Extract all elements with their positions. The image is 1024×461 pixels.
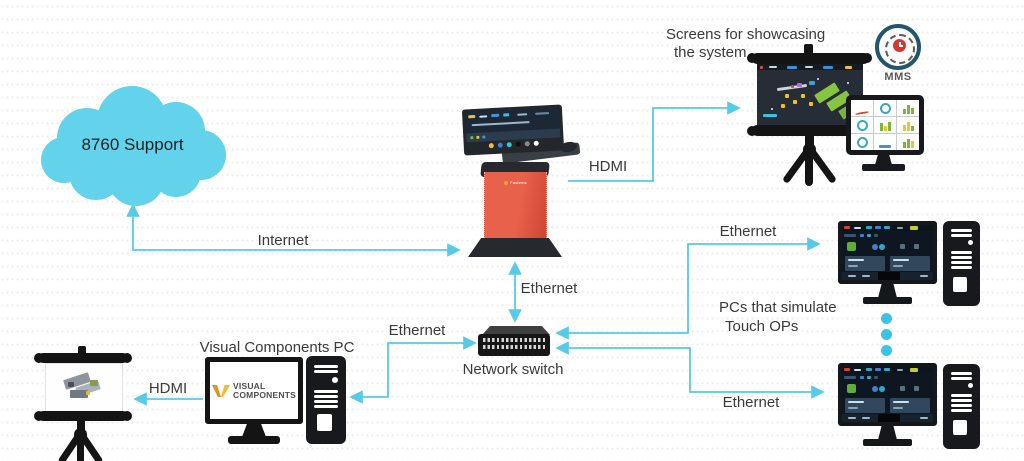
showcase-monitor-base [862, 164, 905, 171]
hdmi-top-line [568, 101, 741, 182]
projector-knob [122, 411, 132, 421]
kiosk-screen [465, 107, 561, 143]
ethernet-left-label: Ethernet [388, 322, 446, 339]
touch-op-pc-tower [943, 364, 980, 449]
touch-op-monitor-neck [878, 425, 897, 440]
vc-logo-text: VISUAL COMPONENTS [233, 380, 296, 400]
projector-knob [122, 353, 132, 363]
kiosk-brand: Fastems [485, 180, 546, 185]
switch-ports-row [483, 338, 545, 342]
demo-kiosk: Fastems [440, 100, 590, 262]
showcase-monitor [846, 95, 924, 155]
ethernet-left-line [349, 336, 477, 404]
tripod-leg [805, 148, 813, 186]
showcase-label-line1: Screens for showcasing [666, 26, 826, 43]
projector-sim-screen [757, 64, 863, 125]
vc-pc-label: Visual Components PC [199, 339, 355, 356]
projector-mount [78, 346, 86, 355]
projector-top-bar [38, 353, 128, 363]
touch-op-monitor-base [863, 297, 912, 304]
kiosk-pedestal: Fastems [484, 172, 547, 242]
tripod-pole [805, 136, 814, 147]
kiosk-brand-logo-icon [504, 180, 509, 185]
vc-logo-line1: VISUAL [233, 380, 266, 391]
touch-op-pc-1 [838, 221, 988, 351]
projector-knob [34, 411, 44, 421]
ellipsis-dot [881, 329, 892, 340]
tripod-leg [77, 433, 84, 461]
mms-clock-icon [893, 39, 906, 52]
mms-icon [875, 24, 921, 70]
projector-bottom-bar [38, 411, 128, 421]
touch-op-monitor-neck [878, 283, 897, 298]
switch-ports-row [483, 345, 545, 349]
internet-line [126, 203, 461, 257]
cloud-label: 8760 Support [81, 135, 184, 154]
projector-knob [747, 126, 757, 136]
ellipsis-dot [881, 313, 892, 324]
touch-op-pc-tower [943, 221, 980, 306]
showcase-label-line2: the system [674, 44, 747, 61]
touch-pcs-label: PCs that simulate Touch OPs [719, 298, 837, 336]
kiosk-base [468, 238, 562, 257]
vc-logo-line2: COMPONENTS [233, 389, 296, 400]
ethernet-top-right-label: Ethernet [719, 223, 777, 240]
cloud-icon [41, 86, 226, 206]
projector-knob [747, 53, 757, 63]
vc-monitor: VISUAL COMPONENTS [205, 357, 303, 424]
showcase-monitor-neck [875, 154, 892, 165]
ellipsis-dot [881, 345, 892, 356]
touch-pcs-label-line2: Touch OPs [725, 318, 799, 335]
vc-logo-icon [212, 384, 231, 397]
projector-mount [804, 44, 813, 54]
mms-label: MMS [884, 71, 912, 83]
vc-pc-tower [306, 356, 346, 444]
projector-knob [862, 53, 872, 63]
vc-monitor-base [228, 436, 280, 444]
showcase-projector-screen [744, 40, 876, 186]
tripod-pole [77, 421, 85, 431]
touch-op-monitor-base [863, 439, 912, 446]
projector-sim-screen [45, 363, 123, 413]
touch-op-monitor [838, 363, 937, 426]
vc-monitor-neck [242, 423, 266, 437]
touch-pcs-label-line1: PCs that simulate [719, 299, 837, 316]
ethernet-top-right-line [555, 237, 821, 340]
vc-projector-screen [33, 344, 133, 461]
projector-knob [34, 353, 44, 363]
network-switch-label: Network switch [462, 361, 564, 378]
touch-op-pc-2 [838, 363, 988, 461]
projector-bottom-bar [752, 125, 869, 136]
touch-op-monitor [838, 221, 937, 284]
hdmi-top-label: HDMI [588, 158, 628, 175]
showcase-monitor-screen [851, 100, 919, 150]
ethernet-bottom-right-line [555, 341, 825, 399]
projector-top-bar [752, 53, 869, 64]
internet-label: Internet [257, 232, 309, 249]
hdmi-bottom-label: HDMI [148, 380, 188, 397]
ethernet-kiosk-label: Ethernet [520, 280, 578, 297]
mms-gear-icon [885, 34, 915, 64]
ethernet-bottom-right-label: Ethernet [722, 394, 780, 411]
switch-front-face [478, 334, 550, 356]
showcase-label: Screens for showcasing the system [666, 26, 825, 62]
kiosk-monitor [461, 104, 565, 156]
switch-top-face [482, 326, 550, 335]
network-switch [470, 320, 560, 360]
